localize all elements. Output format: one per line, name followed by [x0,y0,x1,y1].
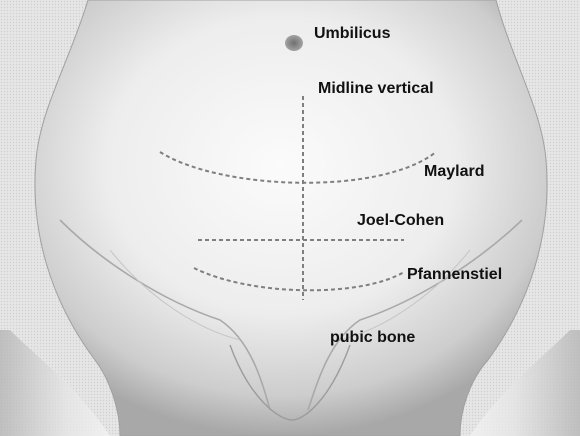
label-joel-cohen: Joel-Cohen [357,213,444,229]
label-pfannenstiel: Pfannenstiel [407,267,502,283]
label-maylard: Maylard [424,164,484,180]
label-umbilicus: Umbilicus [314,26,390,42]
umbilicus-mark [285,35,303,51]
label-midline-vertical: Midline vertical [318,81,434,97]
abdomen-outline [35,0,547,436]
label-pubic-bone: pubic bone [330,330,415,346]
